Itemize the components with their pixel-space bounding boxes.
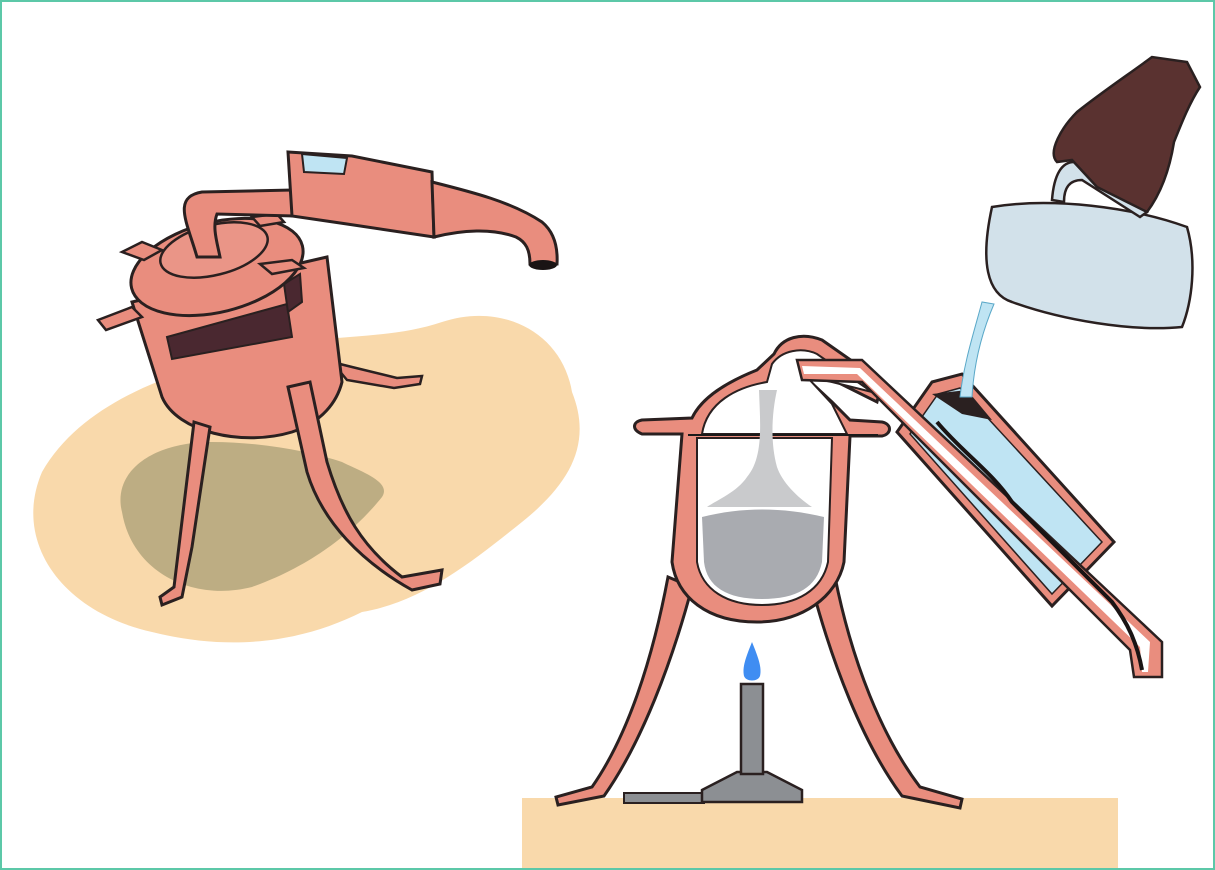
burner-base xyxy=(702,772,802,802)
spout-opening xyxy=(529,260,557,270)
burner-barrel xyxy=(741,684,763,774)
hand-icon xyxy=(1054,57,1200,212)
jug-body xyxy=(986,203,1192,328)
boiling-liquid xyxy=(702,510,824,600)
condenser-opening xyxy=(302,154,347,174)
water-pour-stream xyxy=(960,302,994,397)
stand-leg-left xyxy=(556,577,692,805)
burner-gas-hose xyxy=(624,793,704,803)
pot-tab-left xyxy=(98,307,142,330)
still-spout xyxy=(432,182,557,264)
stand-leg-right xyxy=(812,577,962,808)
table-surface xyxy=(522,798,1118,868)
distillation-cross-section xyxy=(522,57,1200,868)
flame-icon xyxy=(743,642,760,681)
copper-still-illustration xyxy=(33,152,579,642)
